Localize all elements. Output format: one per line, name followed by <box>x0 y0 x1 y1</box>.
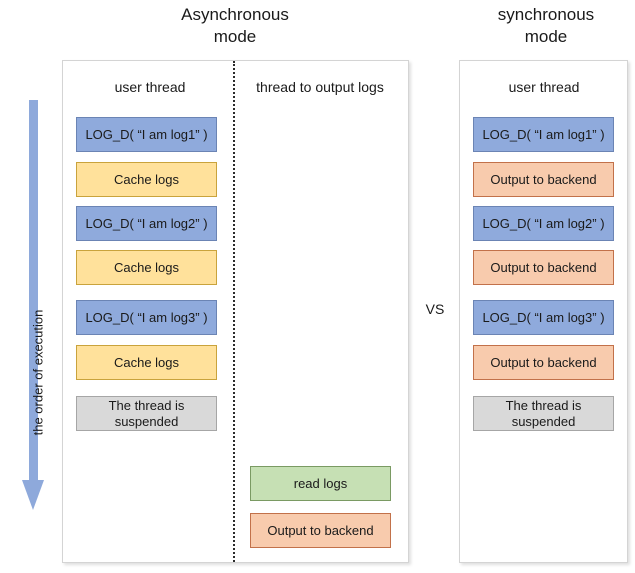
sync-user-block-log2[interactable]: LOG_D( “I am log2” ) <box>473 206 614 241</box>
arrow-head-icon <box>22 480 44 510</box>
sync-user-block-output-to-backend-3[interactable]: Output to backend <box>473 345 614 380</box>
async-user-block-cache-logs-3[interactable]: Cache logs <box>76 345 217 380</box>
async-user-block-log1[interactable]: LOG_D( “I am log1” ) <box>76 117 217 152</box>
vs-label: VS <box>425 301 445 317</box>
lane-divider <box>233 61 235 562</box>
sync-user-block-output-to-backend-2[interactable]: Output to backend <box>473 250 614 285</box>
async-user-block-cache-logs-2[interactable]: Cache logs <box>76 250 217 285</box>
async-user-block-thread-suspended[interactable]: The thread is suspended <box>76 396 217 431</box>
sync-lane-header-user-thread: user thread <box>508 79 580 95</box>
async-lane-header-thread-to-output-logs: thread to output logs <box>256 79 384 95</box>
execution-order-arrow: the order of execution <box>22 100 46 510</box>
arrow-shaft <box>29 100 38 482</box>
async-output-block-read-logs[interactable]: read logs <box>250 466 391 501</box>
async-user-block-cache-logs-1[interactable]: Cache logs <box>76 162 217 197</box>
synchronous-mode-title: synchronous mode <box>497 5 595 46</box>
sync-user-block-log3[interactable]: LOG_D( “I am log3” ) <box>473 300 614 335</box>
sync-user-block-thread-suspended[interactable]: The thread is suspended <box>473 396 614 431</box>
asynchronous-mode-title: Asynchronous mode <box>181 5 289 46</box>
async-user-block-log2[interactable]: LOG_D( “I am log2” ) <box>76 206 217 241</box>
sync-user-block-log1[interactable]: LOG_D( “I am log1” ) <box>473 117 614 152</box>
async-user-block-log3[interactable]: LOG_D( “I am log3” ) <box>76 300 217 335</box>
async-output-block-output-to-backend[interactable]: Output to backend <box>250 513 391 548</box>
async-lane-header-user-thread: user thread <box>114 79 186 95</box>
execution-order-label: the order of execution <box>30 309 46 436</box>
sync-user-block-output-to-backend-1[interactable]: Output to backend <box>473 162 614 197</box>
